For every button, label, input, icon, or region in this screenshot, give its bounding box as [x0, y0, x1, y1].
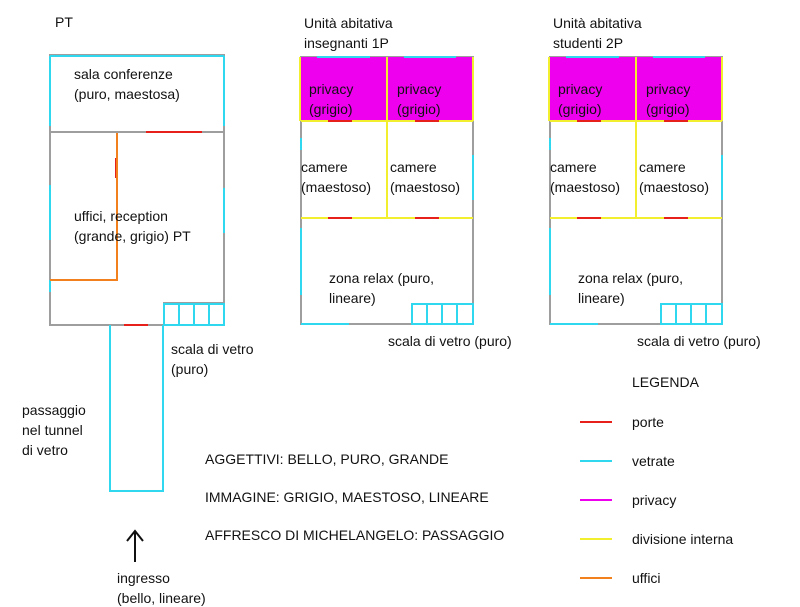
pt-plan [49, 54, 225, 562]
pt-office-wall [50, 133, 118, 281]
note-immagine: IMMAGINE: GRIGIO, MAESTOSO, LINEARE [205, 489, 489, 505]
p1-camere-left-label: camere (maestoso) [301, 159, 372, 195]
entrance-arrow-head [126, 529, 144, 542]
p2-privacy-right-label: privacy (grigio) [646, 81, 691, 117]
legend-title: LEGENDA [632, 374, 699, 390]
pt-uffici-label: uffici, reception (grande, grigio) PT [74, 208, 191, 244]
p2-privacy-left-label: privacy (grigio) [558, 81, 603, 117]
legend-swatches [580, 421, 612, 579]
legend-label-privacy: privacy [632, 492, 677, 508]
p1-title: Unità abitativa insegnanti 1P [304, 15, 393, 51]
pt-passaggio-label: passaggio nel tunnel di vetro [22, 402, 86, 458]
legend-label-vetrate: vetrate [632, 453, 675, 469]
legend-label-porte: porte [632, 414, 664, 430]
pt-sala-conferenze-label: sala conferenze (puro, maestosa) [74, 66, 180, 102]
pt-ingresso-label: ingresso (bello, lineare) [117, 570, 206, 606]
p2-camere-left-label: camere (maestoso) [550, 159, 621, 195]
p1-camere-right-label: camere (maestoso) [390, 159, 461, 195]
p2-scala-label: scala di vetro (puro) [637, 333, 761, 349]
pt-scala-label: scala di vetro (puro) [171, 341, 254, 377]
p1-privacy-right-label: privacy (grigio) [397, 81, 442, 117]
p1-privacy-left-label: privacy (grigio) [309, 81, 354, 117]
p1-scala-label: scala di vetro (puro) [388, 333, 512, 349]
p2-title: Unità abitativa studenti 2P [553, 15, 642, 51]
note-affresco: AFFRESCO DI MICHELANGELO: PASSAGGIO [205, 527, 505, 543]
legend-label-divisione-interna: divisione interna [632, 531, 734, 547]
pt-glass-tunnel [109, 325, 164, 492]
p2-zona-relax-label: zona relax (puro, lineare) [578, 270, 684, 306]
p1-plan [299, 56, 474, 325]
p2-camere-right-label: camere (maestoso) [639, 159, 710, 195]
pt-title: PT [55, 14, 73, 30]
p1-zona-relax-label: zona relax (puro, lineare) [329, 270, 435, 306]
note-aggettivi: AGGETTIVI: BELLO, PURO, GRANDE [205, 451, 449, 467]
legend-label-uffici: uffici [632, 570, 661, 586]
p2-plan [548, 56, 723, 325]
